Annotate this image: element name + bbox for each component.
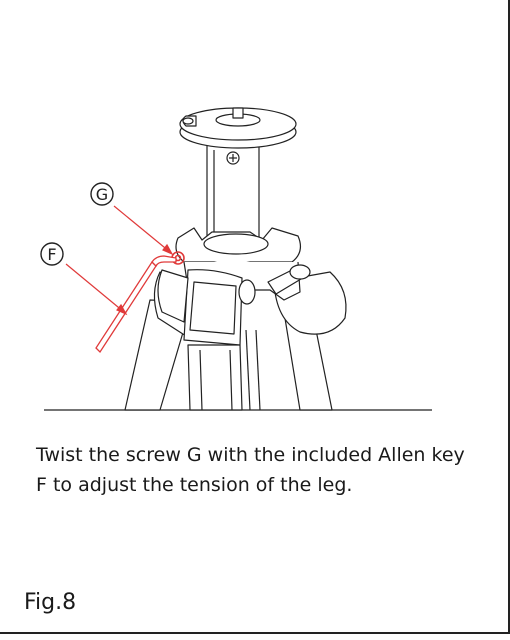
callout-f: F xyxy=(40,242,64,266)
instruction-caption: Twist the screw G with the included Alle… xyxy=(36,440,476,500)
caption-line-2: F to adjust the tension of the leg. xyxy=(36,474,353,496)
tripod-leg-center xyxy=(187,344,243,411)
callout-f-label: F xyxy=(47,245,56,264)
caption-line-1: Twist the screw G with the included Alle… xyxy=(36,444,465,466)
callout-g: G xyxy=(90,182,114,206)
leader-line-g xyxy=(113,205,171,253)
tripod-leg-right xyxy=(245,271,347,411)
hub-knob-center xyxy=(238,279,256,305)
leader-line-f xyxy=(65,263,125,313)
hub-knob-right xyxy=(267,264,311,295)
top-plate xyxy=(179,107,297,149)
figure-label: Fig.8 xyxy=(24,590,77,615)
tripod-illustration: G F xyxy=(40,107,432,411)
leg-angle-lock-center xyxy=(183,269,243,346)
leg-angle-lock-left xyxy=(157,269,189,323)
leader-arrow-g xyxy=(162,243,174,256)
allen-key-f xyxy=(95,255,177,354)
callout-g-label: G xyxy=(96,185,108,204)
leader-arrow-f xyxy=(116,303,128,316)
